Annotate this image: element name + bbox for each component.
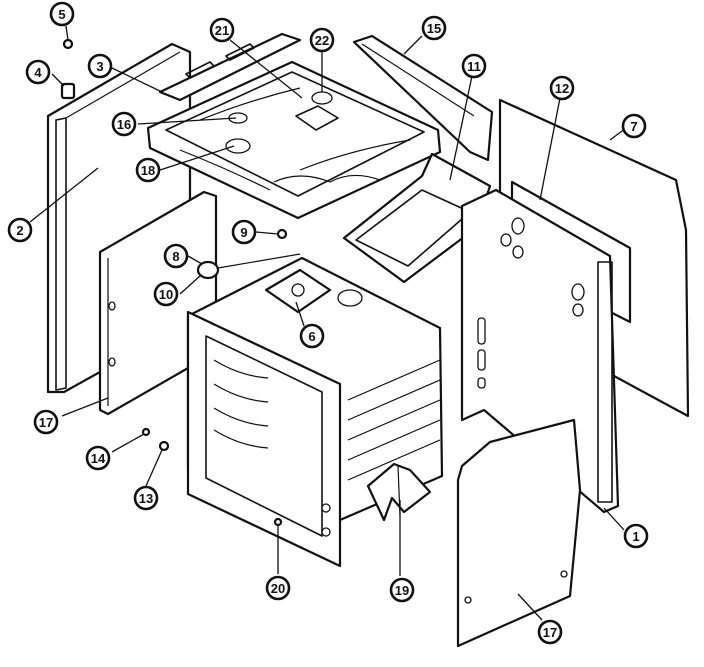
callout-17-right: 17 (537, 619, 563, 645)
callout-17-left: 17 (33, 409, 59, 435)
leader-lines (29, 25, 627, 621)
callout-10-label: 10 (159, 287, 173, 302)
callout-6-label: 6 (308, 329, 315, 344)
callout-16: 16 (111, 111, 137, 137)
callout-1-label: 1 (632, 529, 639, 544)
callout-21-label: 21 (215, 23, 229, 38)
part-17-lower-right-panel (456, 418, 582, 648)
callout-19: 19 (389, 577, 415, 603)
callout-18: 18 (135, 157, 161, 183)
callout-1: 1 (623, 523, 649, 549)
callout-12: 12 (549, 75, 575, 101)
callout-19-label: 19 (395, 583, 409, 598)
part-3-top-frame (158, 32, 302, 102)
callout-11-label: 11 (467, 59, 481, 74)
callout-9-label: 9 (240, 225, 247, 240)
callout-2: 2 (7, 217, 33, 243)
callout-20: 20 (265, 575, 291, 601)
part-1-right-side-panel (460, 188, 620, 514)
callout-18-label: 18 (141, 163, 155, 178)
callout-22: 22 (309, 27, 335, 53)
callout-16-label: 16 (117, 117, 131, 132)
callout-9: 9 (231, 219, 257, 245)
callout-22-label: 22 (315, 33, 329, 48)
callout-15: 15 (421, 15, 447, 41)
part-top-tray (146, 60, 442, 220)
callout-3: 3 (87, 53, 113, 79)
callout-5-label: 5 (58, 7, 65, 22)
callout-13: 13 (133, 485, 159, 511)
callout-2-label: 2 (16, 223, 23, 238)
callout-4: 4 (25, 59, 51, 85)
callout-14-label: 14 (91, 451, 106, 466)
callout-11: 11 (461, 53, 487, 79)
part-15-rear-trim (352, 34, 494, 162)
callout-7-label: 7 (630, 119, 637, 134)
callout-14: 14 (85, 445, 111, 471)
callout-12-label: 12 (555, 81, 569, 96)
callout-17-right-label: 17 (543, 625, 557, 640)
callout-17-left-label: 17 (39, 415, 53, 430)
callout-15-label: 15 (427, 21, 441, 36)
callout-8: 8 (163, 243, 189, 269)
callout-7: 7 (621, 113, 647, 139)
oven-front-frame (186, 310, 342, 568)
part-6-8-10-thermostat (196, 253, 332, 314)
callout-4-label: 4 (34, 65, 42, 80)
small-hardware (60, 38, 288, 527)
callout-8-label: 8 (172, 249, 179, 264)
callout-20-label: 20 (271, 581, 285, 596)
callout-6: 6 (299, 323, 325, 349)
callout-3-label: 3 (96, 59, 103, 74)
callout-13-label: 13 (139, 491, 153, 506)
callout-10: 10 (153, 281, 179, 307)
callout-21: 21 (209, 17, 235, 43)
callout-5: 5 (49, 1, 75, 27)
